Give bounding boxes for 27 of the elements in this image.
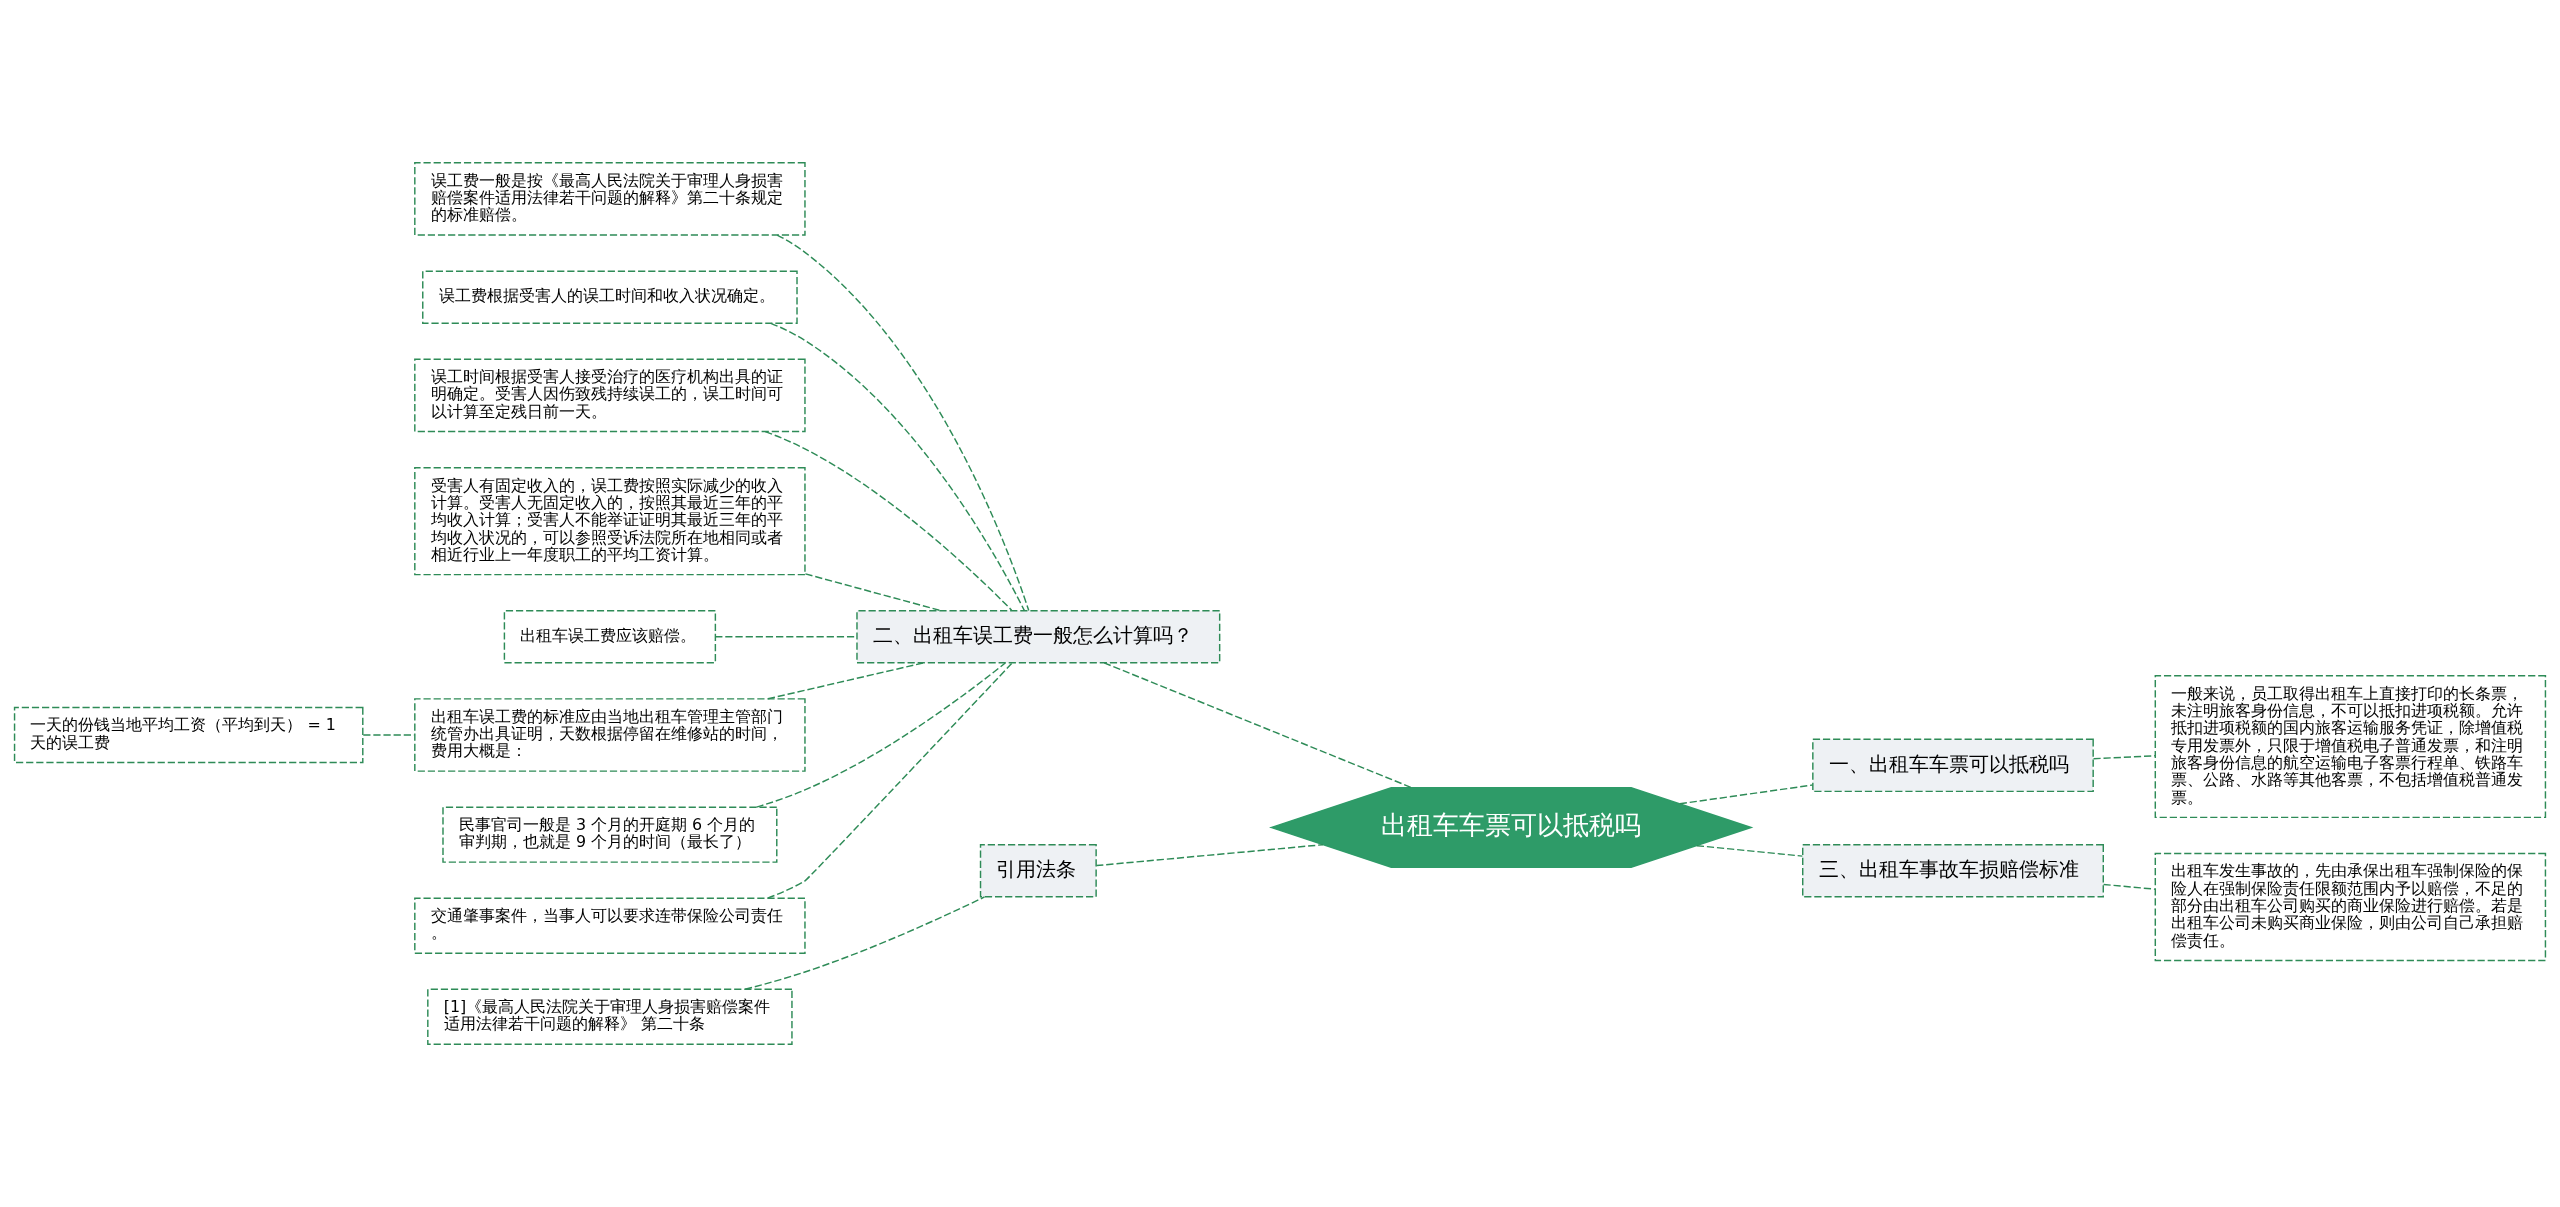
node-box: 出租车误工费应该赔偿。	[503, 610, 717, 664]
node-box: 一天的份钱当地平均工资（平均到天） = 1 天的误工费	[13, 706, 364, 764]
node-box: 民事官司一般是 3 个月的开庭期 6 个月的审判期，也就是 9 个月的时间（最长了）	[442, 806, 778, 863]
connector	[755, 662, 1006, 808]
node-box: 三、出租车事故车损赔偿标准	[1802, 844, 2104, 898]
connector	[1095, 844, 1324, 867]
connector	[770, 322, 1025, 612]
node-box: 出租车误工费的标准应由当地出租车管理主管部门统管办出具证明，天数根据停留在维修站的时间，费用大概是：	[414, 698, 806, 772]
connector	[804, 573, 942, 612]
node-box: 交通肇事案件，当事人可以要求连带保险公司责任。	[414, 897, 806, 954]
connector	[776, 234, 1030, 612]
connector	[1103, 662, 1413, 789]
connector	[2102, 883, 2156, 890]
node-box: 出租车发生事故的，先由承保出租车强制保险的保险人在强制保险责任限额范围内予以赔偿，不足的部分由出租车公司购买的商业保险进行赔偿。若是出租车公司未购买商业保险，则由公司自己承担赔偿责任。	[2154, 852, 2547, 962]
node-box: 二、出租车误工费一般怎么计算吗？	[856, 610, 1221, 664]
node-box: 引用法条	[979, 844, 1097, 898]
node-box: 误工费根据受害人的误工时间和收入状况确定。	[422, 270, 798, 324]
node-box: 误工费一般是按《最高人民法院关于审理人身损害赔偿案件适用法律若干问题的解释》第二十条规定的标准赔偿。	[414, 162, 806, 236]
node-box: 受害人有固定收入的，误工费按照实际减少的收入计算。受害人无固定收入的，按照其最近三年的平均收入计算；受害人不能举证证明其最近三年的平均收入状况的，可以参照受诉法院所在地相同或者相近行业上一年度职工的平均工资计算。	[414, 466, 806, 576]
connector	[1679, 784, 1814, 805]
connector	[1696, 844, 1804, 857]
node-box: 一般来说，员工取得出租车上直接打印的长条票，未注明旅客身份信息，不可以抵扣进项税额。允许抵扣进项税额的国内旅客运输服务凭证，除增值税专用发票外，只限于增值税电子普通发票，和注明旅客身份信息的航空运输电子客票行程单、铁路车票、公路、水路等其他客票，不包括增值税普通发票。	[2154, 675, 2547, 819]
connector	[2092, 755, 2156, 760]
node-box: 一、出租车车票可以抵税吗	[1812, 738, 2094, 793]
node-box: 误工时间根据受害人接受治疗的医疗机构出具的证明确定。受害人因伤致残持续误工的，误工时间可以计算至定残日前一天。	[414, 358, 806, 433]
connector	[767, 662, 925, 700]
node-box: [1]《最高人民法院关于审理人身损害赔偿案件适用法律若干问题的解释》 第二十条	[427, 988, 793, 1045]
